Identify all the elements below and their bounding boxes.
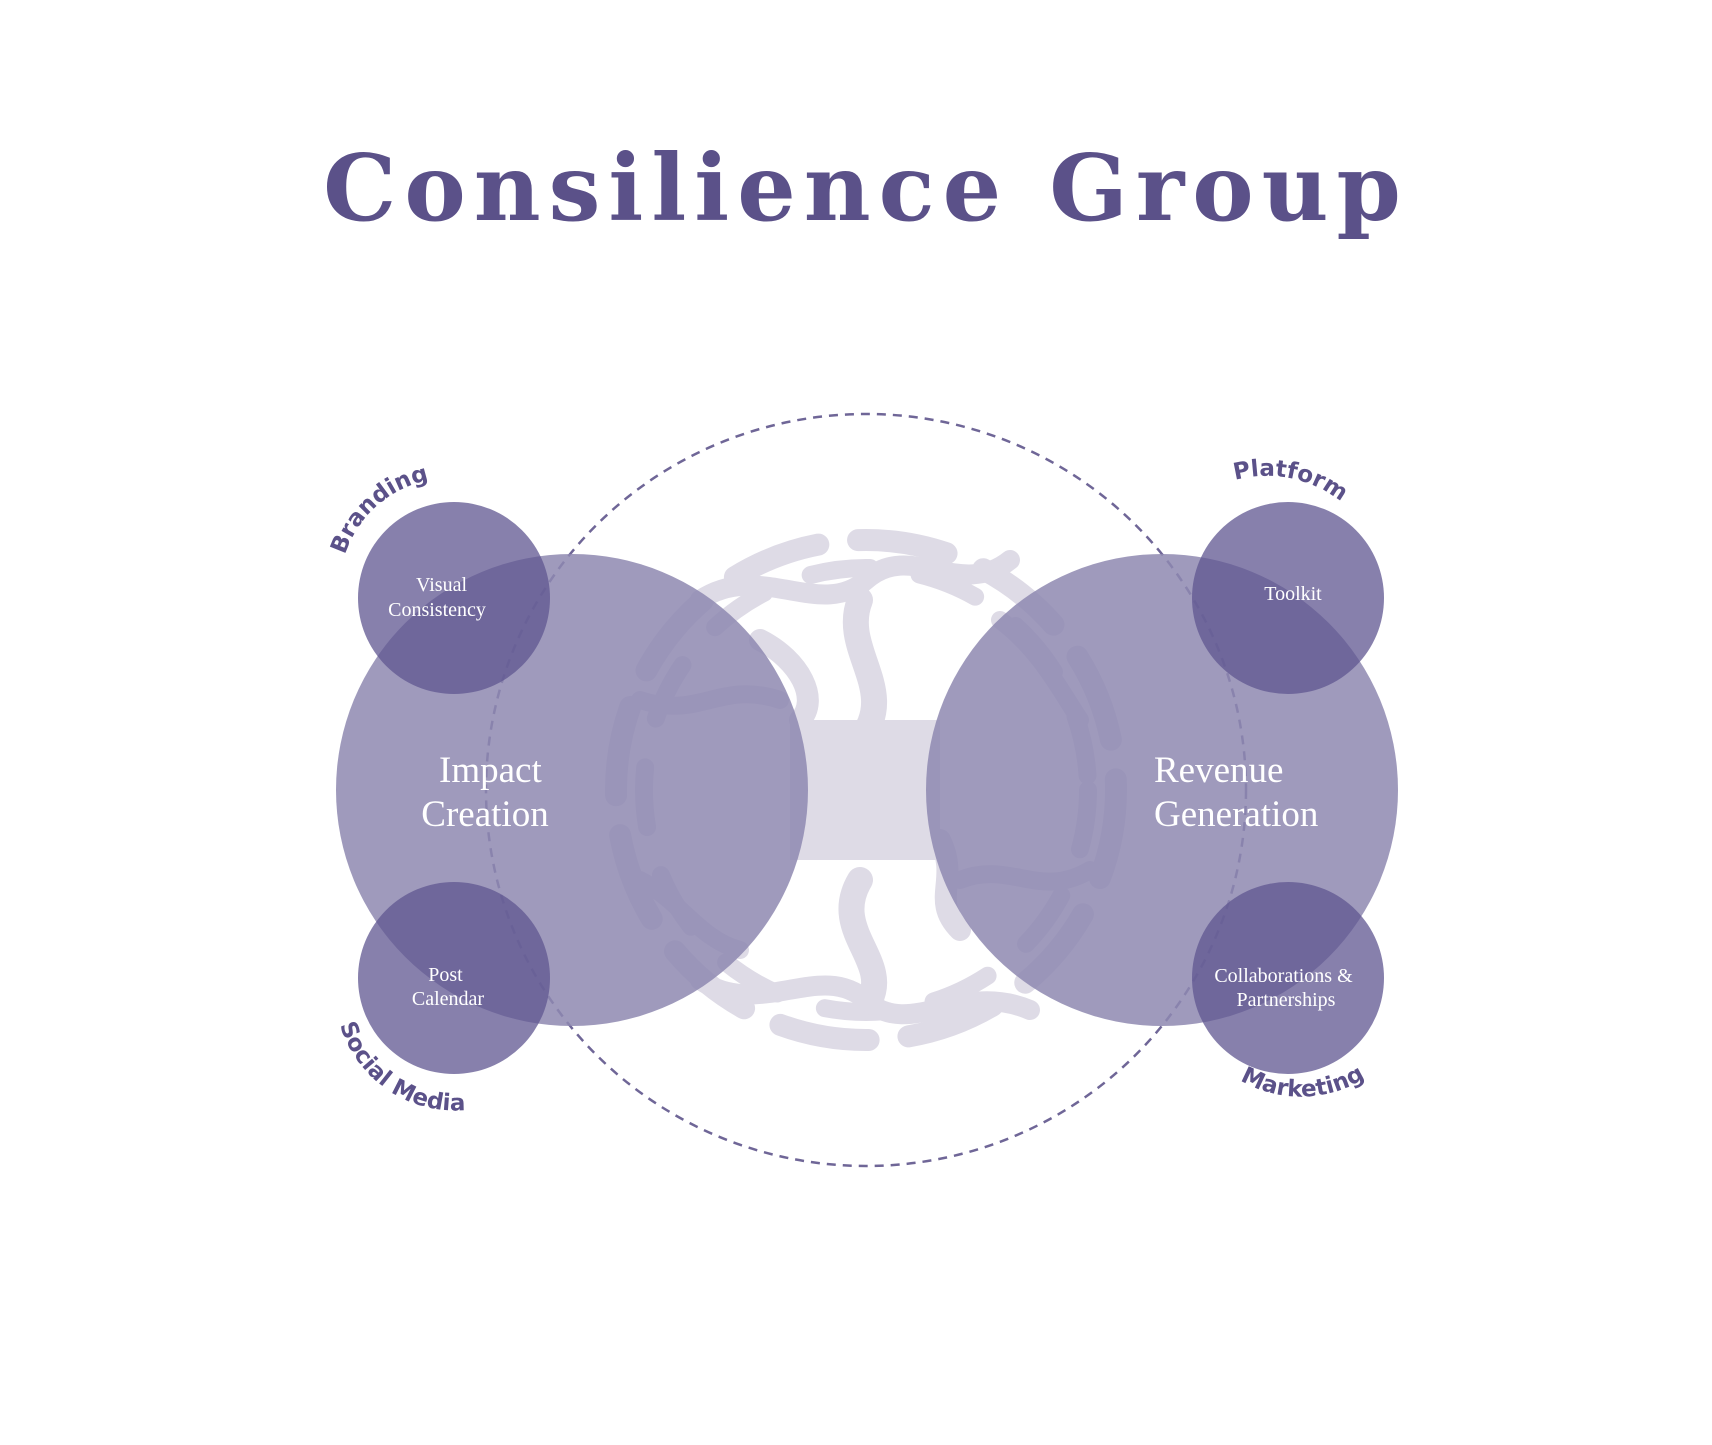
impact-creation-label: Impact Creation	[421, 750, 551, 835]
visual-consistency-circle	[358, 502, 550, 694]
platform-category-label: Platform	[1231, 456, 1352, 507]
toolkit-circle	[1192, 502, 1384, 694]
visual-consistency-label: Visual Consistency	[388, 574, 486, 621]
post-calendar-label: Post Calendar	[412, 964, 485, 1010]
page-title: Consilience Group	[323, 134, 1409, 242]
collaborations-partnerships-label: Collaborations & Partnerships	[1214, 965, 1357, 1011]
revenue-generation-label: Revenue Generation	[1154, 750, 1318, 835]
post-calendar-circle	[358, 882, 550, 1074]
toolkit-label: Toolkit	[1264, 583, 1322, 605]
globe-center-fill	[790, 720, 940, 860]
collaborations-partnerships-circle	[1192, 882, 1384, 1074]
